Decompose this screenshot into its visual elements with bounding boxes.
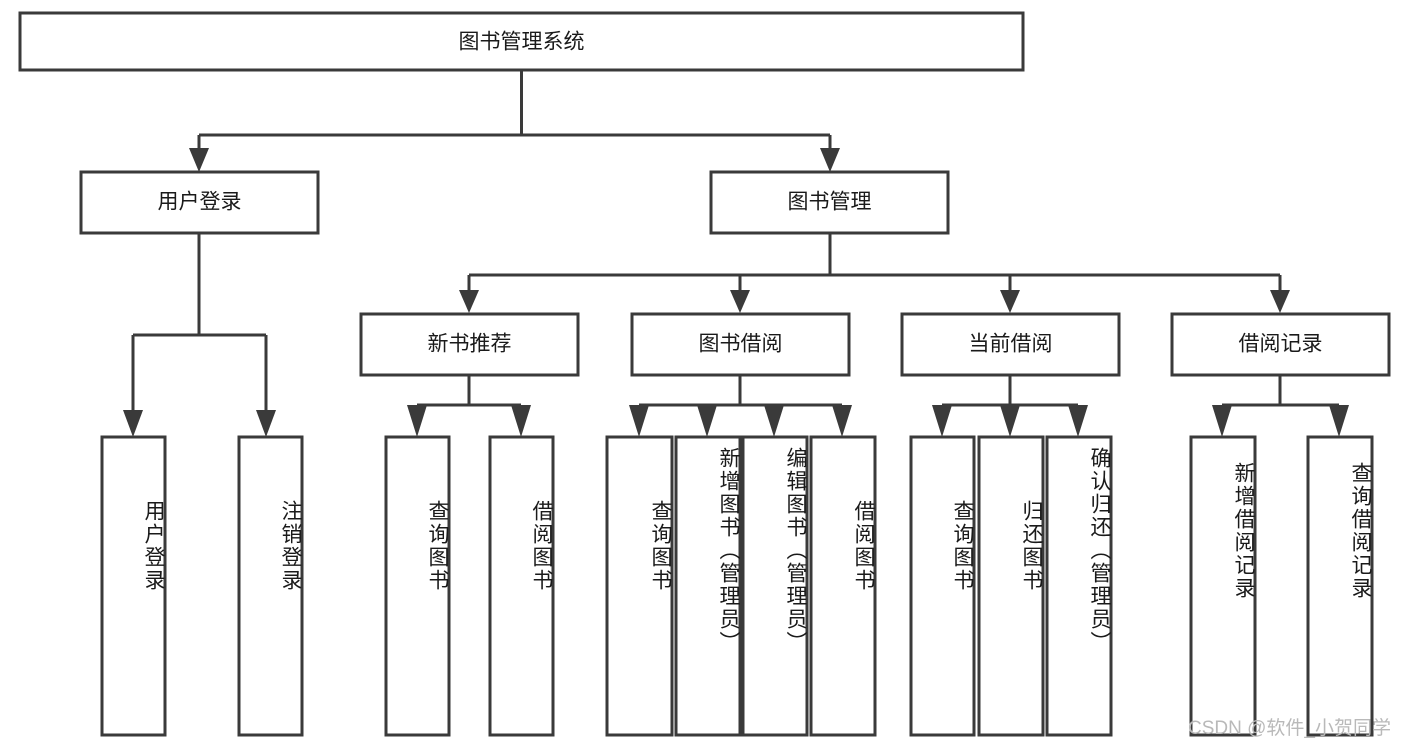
- node-leaf-query-book-3[interactable]: [909, 435, 976, 737]
- node-leaf-query-record[interactable]: [1306, 435, 1374, 737]
- arrow-head-leaf-query-book-2: [629, 405, 649, 437]
- arrow-head-leaf-edit-book: [764, 405, 784, 437]
- node-book-borrow-label: 图书借阅: [699, 333, 783, 356]
- node-leaf-user-logout[interactable]: [237, 435, 304, 737]
- node-borrow-record[interactable]: [1170, 312, 1391, 377]
- node-book-borrow[interactable]: [630, 312, 851, 377]
- arrow-head-book-borrow: [730, 290, 750, 313]
- node-user-login[interactable]: [79, 170, 320, 235]
- arrow-head-leaf-borrow-book-2: [832, 405, 852, 437]
- node-new-book-recommend-label: 新书推荐: [428, 333, 512, 356]
- arrow-head-leaf-query-record: [1329, 405, 1349, 437]
- node-leaf-query-book-2[interactable]: [605, 435, 674, 737]
- connector-group-current-borrow: [932, 375, 1088, 437]
- node-new-book-recommend[interactable]: [359, 312, 580, 377]
- arrow-head-leaf-query-book-3: [932, 405, 952, 437]
- node-root-label: 图书管理系统: [459, 31, 585, 54]
- arrow-head-leaf-user-logout: [256, 410, 276, 437]
- node-book-manage-label: 图书管理: [788, 191, 872, 214]
- arrow-head-book-manage: [820, 148, 840, 172]
- node-leaf-borrow-book-1[interactable]: [488, 435, 555, 737]
- node-root[interactable]: [18, 11, 1025, 72]
- node-leaf-add-record[interactable]: [1189, 435, 1257, 737]
- node-leaf-user-login[interactable]: [100, 435, 167, 737]
- arrow-head-user-login: [189, 148, 209, 172]
- connector-group-book-manage: [459, 233, 1290, 313]
- csdn-watermark: CSDN @软件_小贺同学: [1188, 718, 1391, 739]
- arrow-head-leaf-query-book-1: [407, 405, 427, 437]
- node-leaf-borrow-book-2[interactable]: [809, 435, 877, 737]
- arrow-head-leaf-user-login: [123, 410, 143, 437]
- node-leaf-return-book[interactable]: [977, 435, 1045, 737]
- node-current-borrow[interactable]: [900, 312, 1121, 377]
- node-current-borrow-label: 当前借阅: [969, 333, 1053, 356]
- node-borrow-record-label: 借阅记录: [1239, 333, 1323, 356]
- arrow-head-current-borrow: [1000, 290, 1020, 313]
- connector-group-book-borrow: [629, 375, 852, 437]
- arrow-head-borrow-record: [1270, 290, 1290, 313]
- node-leaf-confirm-return[interactable]: [1045, 435, 1113, 737]
- arrow-head-leaf-confirm-return: [1068, 405, 1088, 437]
- arrow-head-leaf-add-record: [1212, 405, 1232, 437]
- node-leaf-add-book[interactable]: [674, 435, 742, 737]
- node-book-manage[interactable]: [709, 170, 950, 235]
- arrow-head-leaf-return-book: [1000, 405, 1020, 437]
- connector-group-user-login: [123, 233, 276, 437]
- node-user-login-label: 用户登录: [158, 191, 242, 214]
- arrow-head-leaf-add-book: [697, 405, 717, 437]
- arrow-head-leaf-borrow-book-1: [511, 405, 531, 437]
- arrow-head-new-book-recommend: [459, 290, 479, 313]
- node-leaf-query-book-1[interactable]: [384, 435, 451, 737]
- node-leaf-edit-book[interactable]: [741, 435, 809, 737]
- connector-group-borrow-record: [1212, 375, 1349, 437]
- connector-group-root: [189, 70, 840, 172]
- connector-group-new-book-recommend: [407, 375, 531, 437]
